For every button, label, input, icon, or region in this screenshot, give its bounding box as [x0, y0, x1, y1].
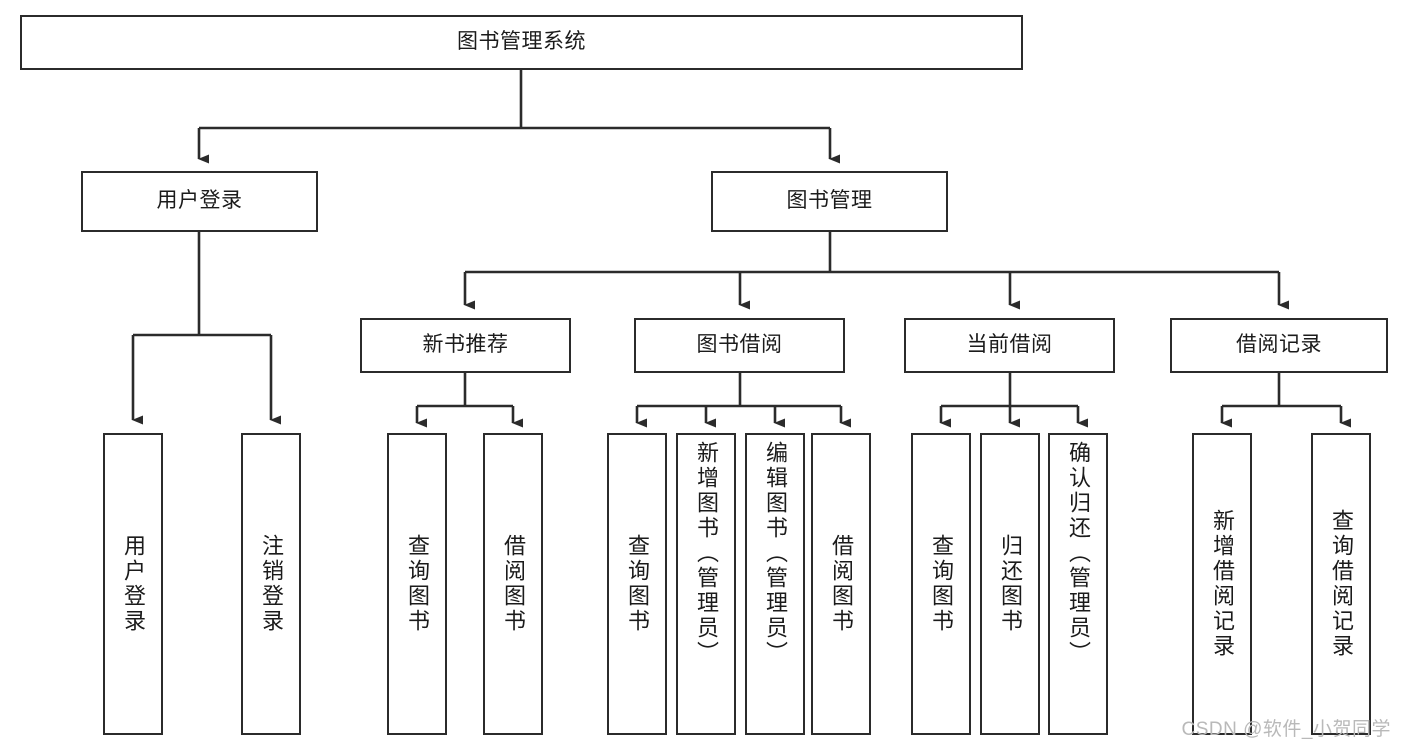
leaf-borrow-query-book[interactable]: 查询图书 [607, 433, 667, 735]
node-current-borrow-label: 当前借阅 [966, 333, 1053, 357]
leaf-borrow-borrow-book[interactable]: 借阅图书 [811, 433, 871, 735]
leaf-recommend-query-book-label: 查询图书 [405, 534, 430, 634]
leaf-current-confirm-return[interactable]: 确认归还（管理员） [1048, 433, 1108, 735]
node-borrow-records-label: 借阅记录 [1236, 333, 1322, 357]
leaf-record-query-label: 查询借阅记录 [1329, 509, 1354, 659]
leaf-record-add-label: 新增借阅记录 [1210, 509, 1235, 659]
node-book-borrow-label: 图书借阅 [696, 333, 783, 357]
leaf-recommend-borrow-book[interactable]: 借阅图书 [483, 433, 543, 735]
node-book-management[interactable]: 图书管理 [711, 171, 948, 232]
node-user-login-label: 用户登录 [156, 189, 243, 213]
node-borrow-records[interactable]: 借阅记录 [1170, 318, 1388, 373]
leaf-borrow-add-book[interactable]: 新增图书（管理员） [676, 433, 736, 735]
leaf-current-query-book[interactable]: 查询图书 [911, 433, 971, 735]
leaf-recommend-borrow-book-label: 借阅图书 [501, 534, 526, 634]
node-root[interactable]: 图书管理系统 [20, 15, 1023, 70]
leaf-current-confirm-return-label: 确认归还（管理员） [1066, 441, 1091, 666]
leaf-borrow-borrow-book-label: 借阅图书 [829, 534, 854, 634]
leaf-user-login[interactable]: 用户登录 [103, 433, 163, 735]
leaf-record-query[interactable]: 查询借阅记录 [1311, 433, 1371, 735]
leaf-current-return-book-label: 归还图书 [998, 534, 1023, 634]
leaf-borrow-edit-book-label: 编辑图书（管理员） [763, 441, 788, 666]
leaf-recommend-query-book[interactable]: 查询图书 [387, 433, 447, 735]
node-user-login[interactable]: 用户登录 [81, 171, 318, 232]
leaf-user-login-label: 用户登录 [121, 534, 146, 634]
node-book-management-label: 图书管理 [786, 189, 873, 213]
leaf-current-return-book[interactable]: 归还图书 [980, 433, 1040, 735]
node-new-book-recommend[interactable]: 新书推荐 [360, 318, 571, 373]
leaf-borrow-query-book-label: 查询图书 [625, 534, 650, 634]
leaf-logout[interactable]: 注销登录 [241, 433, 301, 735]
leaf-logout-label: 注销登录 [259, 534, 284, 634]
node-current-borrow[interactable]: 当前借阅 [904, 318, 1115, 373]
node-new-book-recommend-label: 新书推荐 [422, 333, 509, 357]
leaf-borrow-add-book-label: 新增图书（管理员） [694, 441, 719, 666]
leaf-record-add[interactable]: 新增借阅记录 [1192, 433, 1252, 735]
node-root-label: 图书管理系统 [457, 30, 586, 54]
leaf-current-query-book-label: 查询图书 [929, 534, 954, 634]
watermark-text: CSDN @软件_小贺同学 [1181, 719, 1391, 740]
leaf-borrow-edit-book[interactable]: 编辑图书（管理员） [745, 433, 805, 735]
node-book-borrow[interactable]: 图书借阅 [634, 318, 845, 373]
